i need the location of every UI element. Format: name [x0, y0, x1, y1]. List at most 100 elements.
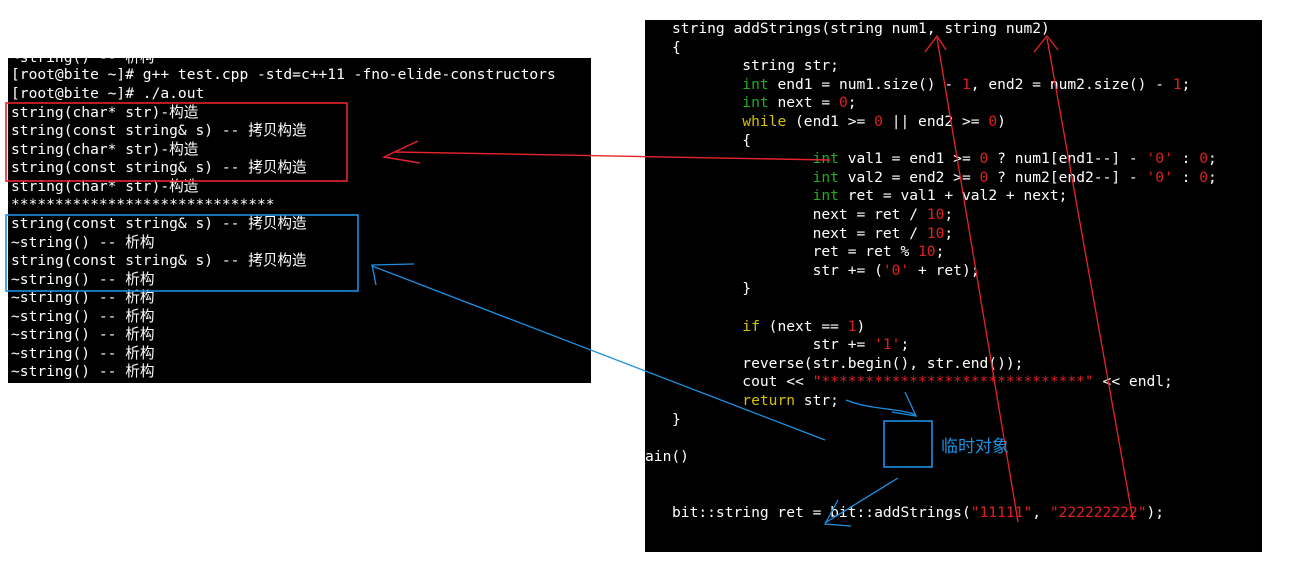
code-token: str;: [795, 392, 839, 409]
code-token-str: '0': [1146, 150, 1173, 168]
code-token-num: 0: [1199, 168, 1209, 186]
code-token: string addStrings(string num1, string nu…: [672, 20, 1050, 37]
code-token: [672, 94, 742, 111]
code-line: {: [672, 132, 751, 151]
code-line: }: [672, 280, 751, 299]
code-token: }: [672, 280, 752, 298]
code-token: [672, 187, 813, 204]
code-token: << endl;: [1093, 373, 1173, 391]
terminal-output[interactable]: ~string() -- 析构 [root@bite ~]# g++ test.…: [8, 58, 591, 383]
temp-object-label: 临时对象: [941, 437, 1009, 457]
code-token-num: 10: [926, 224, 945, 242]
terminal-line: ******************************: [11, 196, 275, 213]
code-token-str: '0': [1146, 168, 1173, 186]
code-token: ;: [900, 336, 910, 354]
code-token: :: [1172, 168, 1200, 186]
code-token-str: '0': [882, 261, 910, 279]
code-token: ;: [935, 243, 945, 261]
terminal-line: [root@bite ~]# g++ test.cpp -std=c++11 -…: [11, 66, 556, 83]
terminal-line: ~string() -- 析构: [11, 289, 155, 306]
code-token: ret = val1 + val2 + next;: [838, 187, 1068, 205]
code-token-num: 0: [988, 113, 998, 130]
code-token: str += (: [672, 261, 883, 279]
code-token: [672, 392, 742, 409]
terminal-line: ~string() -- 析构: [11, 308, 155, 325]
terminal-line: string(char* str)-构造: [11, 141, 199, 158]
code-line: cout << "******************************"…: [672, 373, 1173, 392]
terminal-line: string(const string& s) -- 拷贝构造: [11, 159, 307, 176]
code-line: string addStrings(string num1, string nu…: [672, 20, 1050, 39]
code-line: ret = ret % 10;: [672, 243, 945, 262]
code-line: {: [672, 39, 681, 58]
code-token: ;: [847, 94, 857, 112]
code-token: next = ret /: [672, 224, 927, 242]
code-token: || end2 >=: [882, 113, 989, 130]
code-token: ;: [1208, 150, 1217, 168]
code-token: ;: [944, 206, 954, 223]
code-token: {: [672, 38, 681, 56]
code-token: (end1 >=: [786, 113, 875, 130]
code-token: ,: [1032, 503, 1050, 521]
code-token: }: [672, 410, 681, 428]
code-token: [672, 169, 813, 186]
code-token-num: 1: [1172, 75, 1182, 93]
terminal-line: string(const string& s) -- 拷贝构造: [11, 122, 307, 139]
code-token-ty: int: [742, 94, 769, 112]
terminal-line: string(const string& s) -- 拷贝构造: [11, 215, 307, 232]
code-line: }: [672, 411, 681, 430]
code-token: str +=: [672, 336, 875, 354]
code-line: int next = 0;: [672, 94, 857, 113]
code-line: while (end1 >= 0 || end2 >= 0): [672, 113, 1006, 132]
code-token: ? num1[end1--] -: [988, 150, 1147, 168]
code-token-str: "******************************": [812, 373, 1094, 391]
code-token-num: 10: [918, 243, 936, 261]
code-token: , end2 = num2.size() -: [970, 75, 1173, 93]
code-token: (next ==: [759, 317, 848, 335]
code-line: reverse(str.begin(), str.end());: [672, 355, 1023, 374]
code-token-kw: while: [742, 113, 787, 130]
code-token: val1 = end1 >=: [838, 150, 980, 168]
code-token-ty: int: [742, 75, 769, 93]
code-token: [672, 113, 742, 130]
terminal-line: [root@bite ~]# ./a.out: [11, 85, 205, 102]
code-token-num: 0: [838, 94, 848, 112]
terminal-line: string(const string& s) -- 拷贝构造: [11, 252, 307, 269]
code-line: ain(): [645, 448, 689, 467]
code-token: ;: [944, 224, 954, 242]
code-token-ty: int: [812, 150, 839, 168]
code-line: int val2 = end2 >= 0 ? num2[end2--] - '0…: [672, 169, 1217, 188]
code-line: int ret = val1 + val2 + next;: [672, 187, 1068, 206]
code-token-kw: if: [742, 317, 760, 335]
terminal-line: ~string() -- 析构: [11, 234, 155, 251]
terminal-line: ~string() -- 析构: [11, 58, 154, 68]
code-token: :: [1172, 150, 1200, 168]
code-token: end1 = num1.size() -: [768, 75, 962, 93]
code-token: ? num2[end2--] -: [988, 168, 1147, 186]
code-token-ty: int: [812, 168, 839, 186]
code-line: str += '1';: [672, 336, 910, 355]
terminal-line: ~string() -- 析构: [11, 363, 155, 380]
code-line: str += ('0' + ret);: [672, 262, 980, 281]
code-token-kw: return: [742, 392, 796, 409]
code-token: next =: [768, 94, 839, 112]
code-token: ): [856, 317, 866, 335]
code-token: bit::string ret = bit::addStrings(: [672, 503, 971, 521]
terminal-line: ~string() -- 析构: [11, 345, 155, 362]
code-line: bit::string ret = bit::addStrings("11111…: [672, 504, 1164, 523]
code-token: ain(): [645, 447, 689, 465]
code-token-str: "11111": [970, 503, 1033, 521]
code-token-num: 1: [847, 317, 857, 335]
code-line: return str;: [672, 392, 839, 411]
code-token: [672, 76, 742, 93]
code-editor[interactable]: string addStrings(string num1, string nu…: [645, 20, 1262, 552]
code-token: ;: [1181, 75, 1191, 93]
code-token: next = ret /: [672, 206, 927, 223]
code-token-num: 10: [926, 206, 945, 223]
code-token-str: "222222222": [1049, 503, 1147, 521]
code-token-num: 0: [1199, 150, 1209, 168]
code-token-num: 1: [961, 75, 971, 93]
code-token: ;: [1208, 168, 1217, 186]
code-token: cout <<: [672, 373, 813, 391]
code-token: [672, 150, 813, 167]
